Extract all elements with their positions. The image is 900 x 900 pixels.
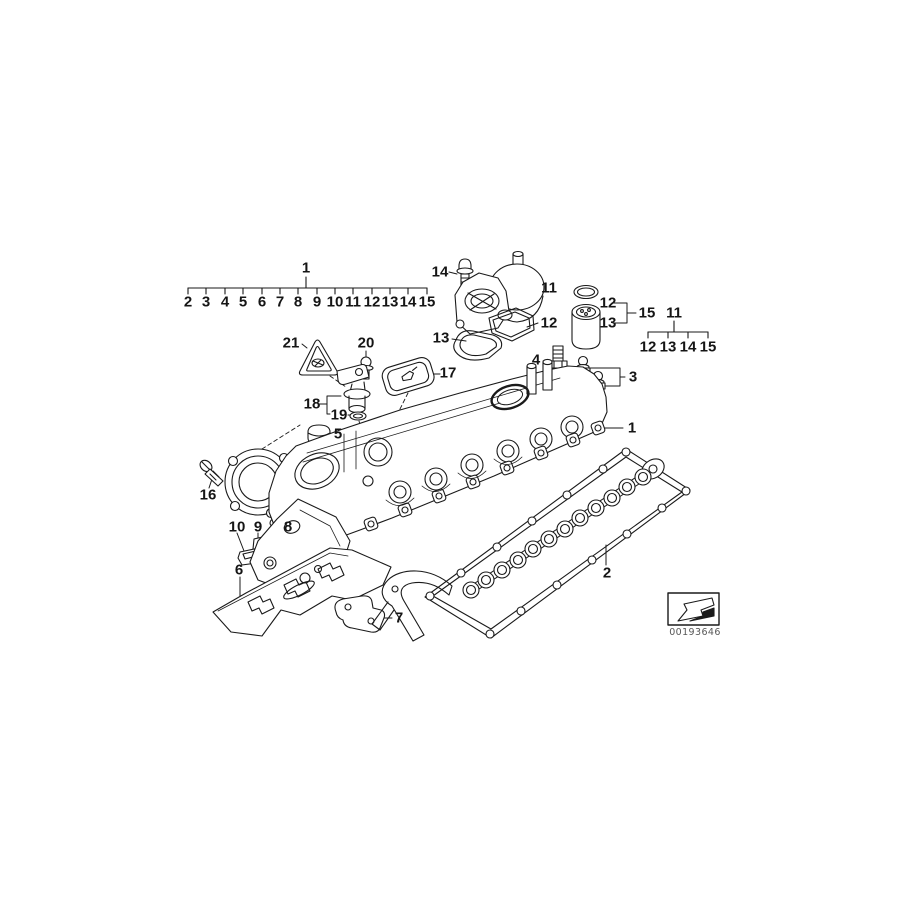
callout-legend-left-9: 9 xyxy=(312,293,322,311)
callout-legend-left-7: 7 xyxy=(275,293,285,311)
callout-separator-11: 11 xyxy=(541,279,557,297)
callout-legend-left-2: 2 xyxy=(183,293,193,311)
part-gasket-front-section xyxy=(371,570,453,642)
direction-arrow-icon xyxy=(667,592,720,626)
callout-legend-left-14: 14 xyxy=(399,293,417,311)
callout-stud-4: 4 xyxy=(531,351,541,369)
part-filter-oring-12 xyxy=(573,284,599,300)
callout-bolt-20: 20 xyxy=(357,334,375,352)
callout-legend-left-4: 4 xyxy=(220,293,230,311)
legend-left-bracket xyxy=(187,276,428,295)
warning-triangle-icon xyxy=(298,339,339,376)
callout-legend-right-15: 15 xyxy=(699,338,717,356)
callout-filter-element-13: 13 xyxy=(599,314,617,332)
part-screw-16 xyxy=(199,459,224,487)
callout-legend-left-parent: 1 xyxy=(301,259,311,277)
part-oring-19 xyxy=(349,411,367,421)
part-sensor-18 xyxy=(336,363,371,414)
callout-oring-19: 19 xyxy=(330,406,348,424)
callout-warning-triangle-21: 21 xyxy=(282,334,300,352)
callout-cap-17: 17 xyxy=(439,364,457,382)
part-heat-shield-6 xyxy=(212,547,392,637)
callout-legend-left-5: 5 xyxy=(238,293,248,311)
callout-screw-16: 16 xyxy=(199,486,217,504)
legend-right-bracket xyxy=(647,320,709,339)
part-gasket-2 xyxy=(424,447,691,639)
callout-filter-15: 15 xyxy=(638,304,656,322)
callout-filter-oring-12: 12 xyxy=(599,294,617,312)
callout-legend-left-13: 13 xyxy=(381,293,399,311)
callout-bolt-14: 14 xyxy=(431,263,449,281)
callout-legend-right-13: 13 xyxy=(659,338,677,356)
callout-separator-gasket-13: 13 xyxy=(432,329,450,347)
callout-legend-right-14: 14 xyxy=(679,338,697,356)
callout-legend-left-6: 6 xyxy=(257,293,267,311)
callout-legend-right-12: 12 xyxy=(639,338,657,356)
callout-legend-right-parent: 11 xyxy=(666,304,682,322)
callout-legend-left-10: 10 xyxy=(326,293,344,311)
callout-legend-left-8: 8 xyxy=(293,293,303,311)
part-filter-cartridge-13 xyxy=(571,303,601,350)
part-cap-17 xyxy=(381,356,435,396)
drawing-id-stamp: 00193646 xyxy=(669,627,721,638)
callout-plugs-3: 3 xyxy=(628,368,638,386)
callout-clip-10: 10 xyxy=(228,518,246,536)
callout-heat-shield-6: 6 xyxy=(234,561,244,579)
callout-cover-1: 1 xyxy=(627,419,637,437)
callout-plate-9: 9 xyxy=(253,518,263,536)
part-separator-gasket-13 xyxy=(453,330,503,361)
callout-legend-left-11: 11 xyxy=(345,293,361,311)
callout-legend-left-12: 12 xyxy=(363,293,381,311)
callout-gasket-2: 2 xyxy=(602,564,612,582)
part-bracket-7 xyxy=(334,595,386,633)
callout-bracket-7: 7 xyxy=(394,609,404,627)
callout-separator-gasket-12: 12 xyxy=(540,314,558,332)
callout-bolt-8: 8 xyxy=(283,518,293,536)
callout-legend-left-15: 15 xyxy=(418,293,436,311)
callout-sensor-18: 18 xyxy=(303,395,321,413)
callout-legend-left-3: 3 xyxy=(201,293,211,311)
part-separator-gasket-12 xyxy=(488,307,535,342)
callout-cap-5: 5 xyxy=(333,425,343,443)
